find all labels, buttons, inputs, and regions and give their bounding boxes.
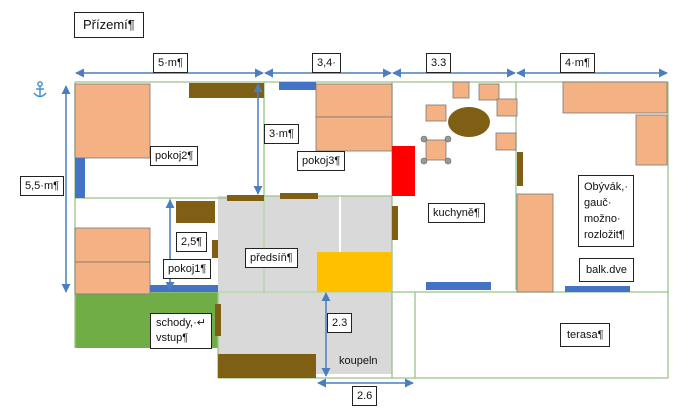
schody-line: vstup¶ xyxy=(156,332,189,344)
room-koupeln: koupeln xyxy=(339,355,378,367)
dim-3-4: 3,4· xyxy=(312,53,341,73)
obyvak-line: gauč· xyxy=(584,197,612,209)
room-pokoj1: pokoj1¶ xyxy=(163,259,212,279)
yellow-cabinet xyxy=(317,252,392,292)
bed-pokoj3-top xyxy=(315,83,393,118)
dim-2-5: 2,5¶ xyxy=(176,232,208,252)
dim-2-6: 2.6 xyxy=(352,386,378,406)
dim-3m: 3·m¶ xyxy=(264,124,299,144)
room-pokoj3: pokoj3¶ xyxy=(297,151,346,171)
obyvak-line: rozložit¶ xyxy=(584,229,625,241)
obyvak-line: Obývák,· xyxy=(584,181,629,193)
dim-5-5m: 5,5·m¶ xyxy=(20,176,65,196)
bed-pokoj1-bottom xyxy=(74,261,151,295)
dim-5m: 5·m¶ xyxy=(153,53,188,73)
room-terasa: terasa¶ xyxy=(560,323,611,347)
dim-3-3: 3.3 xyxy=(426,53,452,73)
schody-line: schody,·↵ xyxy=(156,317,206,329)
label-balk-dve: balk.dve xyxy=(579,258,634,282)
dim-2-3: 2.3 xyxy=(327,313,353,333)
dining-table xyxy=(448,107,490,137)
selection-handles xyxy=(420,135,452,165)
fridge xyxy=(392,146,415,196)
room-schody: schody,·↵ vstup¶ xyxy=(150,313,212,349)
furniture xyxy=(74,81,668,295)
bed-pokoj1-top xyxy=(74,227,151,263)
chair xyxy=(478,83,500,101)
chair xyxy=(496,98,518,117)
dimension-arrows xyxy=(61,68,668,388)
page-title: Přízemí¶ xyxy=(74,12,144,38)
sofa-side xyxy=(635,114,668,166)
windows xyxy=(75,82,630,292)
doors xyxy=(176,83,523,378)
obyvak-line: možno· xyxy=(584,213,621,225)
bed-pokoj3-bottom xyxy=(315,116,393,152)
room-kuchyne: kuchyně¶ xyxy=(428,203,485,223)
dim-4m: 4·m¶ xyxy=(560,53,595,73)
chair xyxy=(495,132,517,151)
room-obyvak: Obývák,· gauč· možno· rozložit¶ xyxy=(578,175,635,247)
bed-pokoj2 xyxy=(74,83,151,159)
chair xyxy=(425,104,447,122)
sofa-top xyxy=(562,81,668,114)
chair xyxy=(452,81,470,99)
room-pokoj2: pokoj2¶ xyxy=(150,146,199,166)
anchor-icon xyxy=(33,81,47,98)
sofa-left xyxy=(516,193,554,293)
room-predsin: předsíň¶ xyxy=(245,248,298,268)
chair-selected xyxy=(425,139,447,161)
